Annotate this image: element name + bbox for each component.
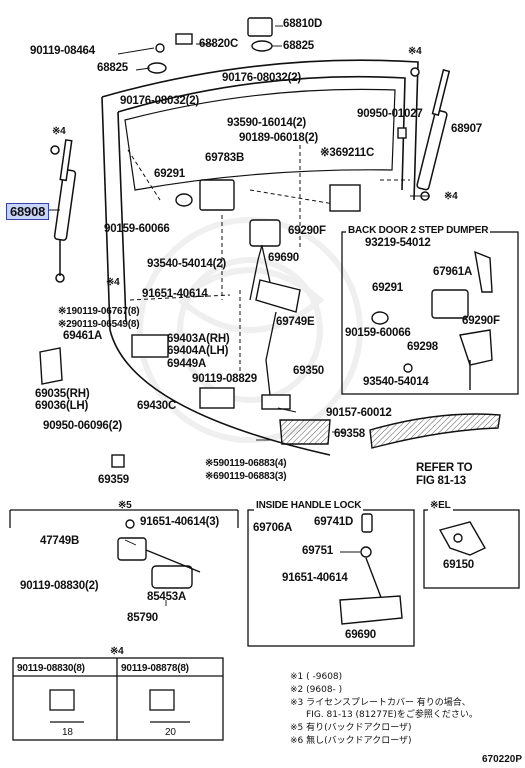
dumper-parts (371, 250, 493, 390)
label-mark4-top-right: ※4 (408, 46, 422, 57)
label-69291-main: 69291 (154, 168, 185, 180)
label-90189-06018: 90189-06018(2) (239, 132, 319, 144)
watermark (137, 217, 363, 443)
label-mark4-table: ※4 (110, 646, 124, 657)
dumper-box (341, 231, 519, 395)
label-69290F-main: 69290F (288, 225, 326, 237)
label-90119-06549: ※290119-06549(8) (58, 319, 140, 330)
label-68810D: 68810D (283, 18, 323, 30)
label-90119-08830-closer: 90119-08830(2) (20, 580, 99, 592)
label-85453A: 85453A (147, 591, 187, 603)
note-5: ※5 有り(バックドアクローザ) (290, 723, 412, 733)
label-69749E: 69749E (276, 316, 315, 328)
table-dim-2: 20 (165, 727, 176, 738)
label-69211C: ※369211C (320, 147, 375, 159)
note-2: ※2 (9608- ) (290, 685, 343, 695)
label-90176-08032-right: 90176-08032(2) (222, 72, 302, 84)
label-mark4-right: ※4 (444, 191, 458, 202)
label-69751: 69751 (302, 545, 333, 557)
bolt-table (12, 657, 224, 741)
back-door-stay-right (410, 67, 451, 201)
label-93590-16014: 93590-16014(2) (227, 117, 307, 129)
dumper-box-title: BACK DOOR 2 STEP DUMPER (346, 224, 491, 237)
label-91651-40614-closer: 91651-40614(3) (140, 516, 220, 528)
el-title: ※EL (428, 499, 453, 512)
label-93540-54014-dumper: 93540-54014 (363, 376, 429, 388)
label-mark4-top-left: ※4 (52, 126, 66, 137)
label-93540-54014-main: 93540-54014(2) (147, 258, 227, 270)
label-69461A: 69461A (63, 330, 103, 342)
label-90119-08829: 90119-08829 (192, 373, 257, 385)
label-68825-right: 68825 (283, 40, 314, 52)
lock-assembly (39, 179, 501, 468)
inside-handle-parts (339, 513, 403, 625)
label-68907: 68907 (451, 123, 482, 135)
label-69358: 69358 (334, 428, 365, 440)
figure-code: 670220P (481, 754, 522, 765)
label-69449A: 69449A (167, 358, 207, 370)
label-69298: 69298 (407, 341, 438, 353)
table-header-part-2: 90119-08878(8) (121, 663, 189, 674)
label-47749B: 47749B (40, 535, 80, 547)
label-90119-08464: 90119-08464 (30, 45, 95, 57)
label-90119-06883-a: ※590119-06883(4) (205, 458, 287, 469)
el-part (438, 521, 486, 556)
label-69783B: 69783B (205, 152, 245, 164)
label-90119-06767: ※190119-06767(8) (58, 306, 140, 317)
label-69035: 69035(RH) (35, 388, 90, 400)
label-68820C: 68820C (199, 38, 239, 50)
back-door-stay-left (50, 139, 77, 283)
note-3: ※3 ライセンスプレートカバー 有りの場合、 (290, 698, 471, 708)
label-90157-60012: 90157-60012 (326, 407, 392, 419)
label-90159-60066-dumper: 90159-60066 (345, 327, 411, 339)
label-69690-main: 69690 (268, 252, 299, 264)
label-69690-handle: 69690 (345, 629, 376, 641)
label-69706A: 69706A (253, 522, 293, 534)
label-91651-40614-main: 91651-40614 (142, 288, 208, 300)
dashed-leaders (127, 145, 410, 380)
label-refer-to: REFER TO (416, 462, 473, 474)
note-1: ※1 ( -9608) (290, 672, 343, 682)
label-69359: 69359 (98, 474, 129, 486)
label-69403A: 69403A(RH) (167, 333, 230, 345)
label-fig-81-13: FIG 81-13 (416, 475, 466, 487)
label-68825-left: 68825 (97, 62, 128, 74)
label-69350: 69350 (293, 365, 324, 377)
label-69430C: 69430C (137, 400, 177, 412)
label-69404A: 69404A(LH) (167, 345, 229, 357)
label-69150: 69150 (443, 559, 474, 571)
label-90950-01027: 90950-01027 (357, 108, 423, 120)
note-3b: FIG. 81-13 (81277E)をご参照ください。 (306, 710, 478, 720)
label-90159-60066-main: 90159-60066 (104, 223, 170, 235)
closer-parts (117, 519, 201, 589)
inside-handle-title: INSIDE HANDLE LOCK (254, 499, 364, 512)
label-69741D: 69741D (314, 516, 354, 528)
label-mark5: ※5 (118, 500, 132, 511)
label-91651-40614-handle: 91651-40614 (282, 572, 348, 584)
el-box (423, 509, 520, 589)
rods (249, 244, 277, 396)
label-69290F-dumper: 69290F (462, 315, 500, 327)
label-90950-06096: 90950-06096(2) (43, 420, 123, 432)
label-85790: 85790 (127, 612, 158, 624)
label-90176-08032-left: 90176-08032(2) (120, 95, 200, 107)
label-69291-dumper: 69291 (372, 282, 403, 294)
table-header-part-1: 90119-08830(8) (17, 663, 85, 674)
label-90119-06883-b: ※690119-06883(3) (205, 471, 287, 482)
label-68908-highlighted[interactable]: 68908 (6, 203, 50, 220)
table-dim-1: 18 (62, 727, 73, 738)
note-6: ※6 無し(バックドアクローザ) (290, 736, 412, 746)
label-69036: 69036(LH) (35, 400, 89, 412)
label-93219-54012: 93219-54012 (365, 237, 431, 249)
label-67961A: 67961A (433, 266, 473, 278)
label-mark4-left: ※4 (106, 277, 120, 288)
